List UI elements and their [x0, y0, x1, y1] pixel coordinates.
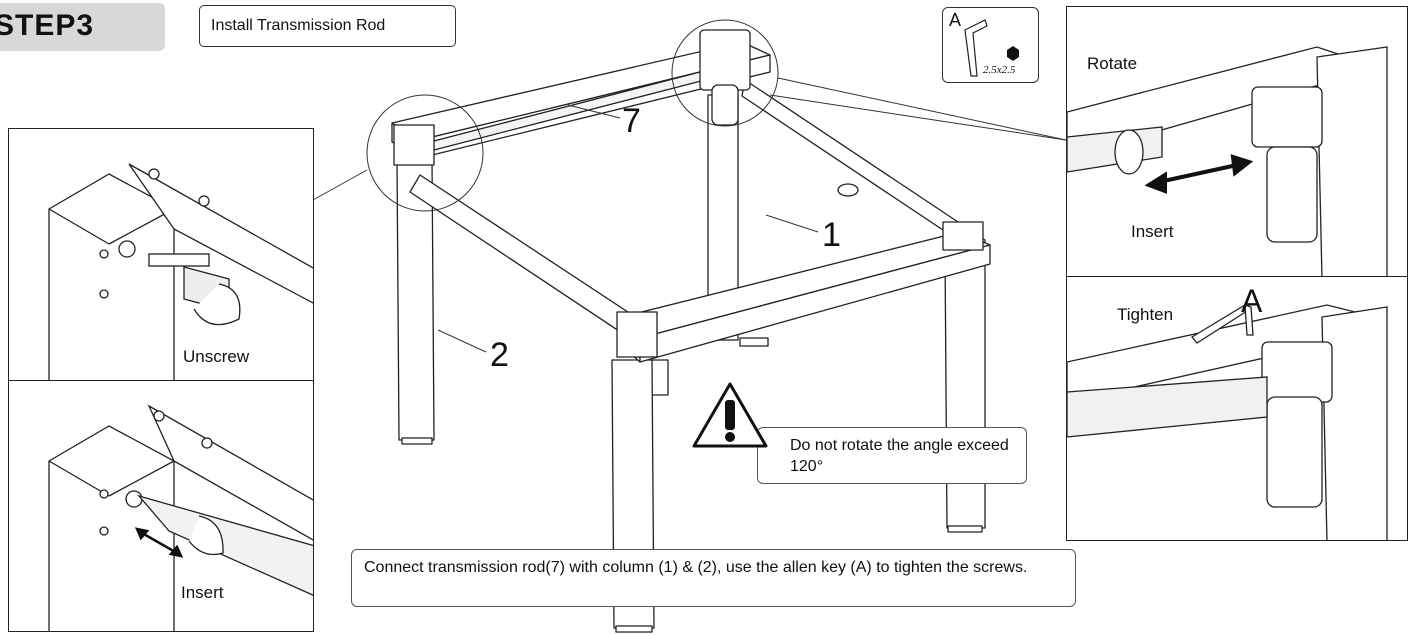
unscrew-detail-drawing	[48, 163, 313, 380]
detail-panel-unscrew: Unscrew	[8, 128, 314, 381]
insert-right-label: Insert	[1131, 222, 1174, 241]
part-label-rod: 7	[622, 102, 641, 140]
detail-panel-rotate-insert: Rotate Insert	[1066, 6, 1408, 278]
part-label-column-1: 1	[822, 216, 841, 254]
tool-letter: A	[949, 10, 962, 30]
instruction-text: Connect transmission rod(7) with column …	[364, 559, 1028, 576]
tighten-label: Tighten	[1117, 305, 1174, 324]
warning-text: Do not rotate the angle exceed 120°	[790, 437, 1009, 475]
instruction-box: Connect transmission rod(7) with column …	[351, 549, 1076, 607]
step-title-box: Install Transmission Rod	[199, 5, 456, 47]
rotate-label: Rotate	[1087, 54, 1138, 73]
step-title: Install Transmission Rod	[211, 17, 386, 34]
part-label-column-2: 2	[490, 336, 509, 374]
warning-triangle-icon	[692, 382, 768, 448]
step-badge: STEP3	[0, 3, 165, 51]
unscrew-label: Unscrew	[183, 347, 250, 366]
rotate-insert-detail-drawing	[1067, 46, 1388, 277]
insert-left-label: Insert	[181, 583, 224, 602]
tool-size-label: 2.5x2.5	[983, 64, 1016, 76]
detail-panel-tighten: Tighten A	[1066, 276, 1408, 541]
tighten-tool-letter: A	[1241, 283, 1263, 319]
allen-key-icon	[964, 19, 1019, 77]
step-label: STEP3	[0, 9, 95, 42]
tool-box: A 2.5x2.5	[942, 7, 1039, 83]
insert-left-detail-drawing	[48, 404, 313, 631]
detail-panel-insert-left: Insert	[8, 380, 314, 632]
warning-box: Do not rotate the angle exceed 120°	[757, 427, 1027, 484]
tighten-detail-drawing	[1067, 304, 1388, 540]
